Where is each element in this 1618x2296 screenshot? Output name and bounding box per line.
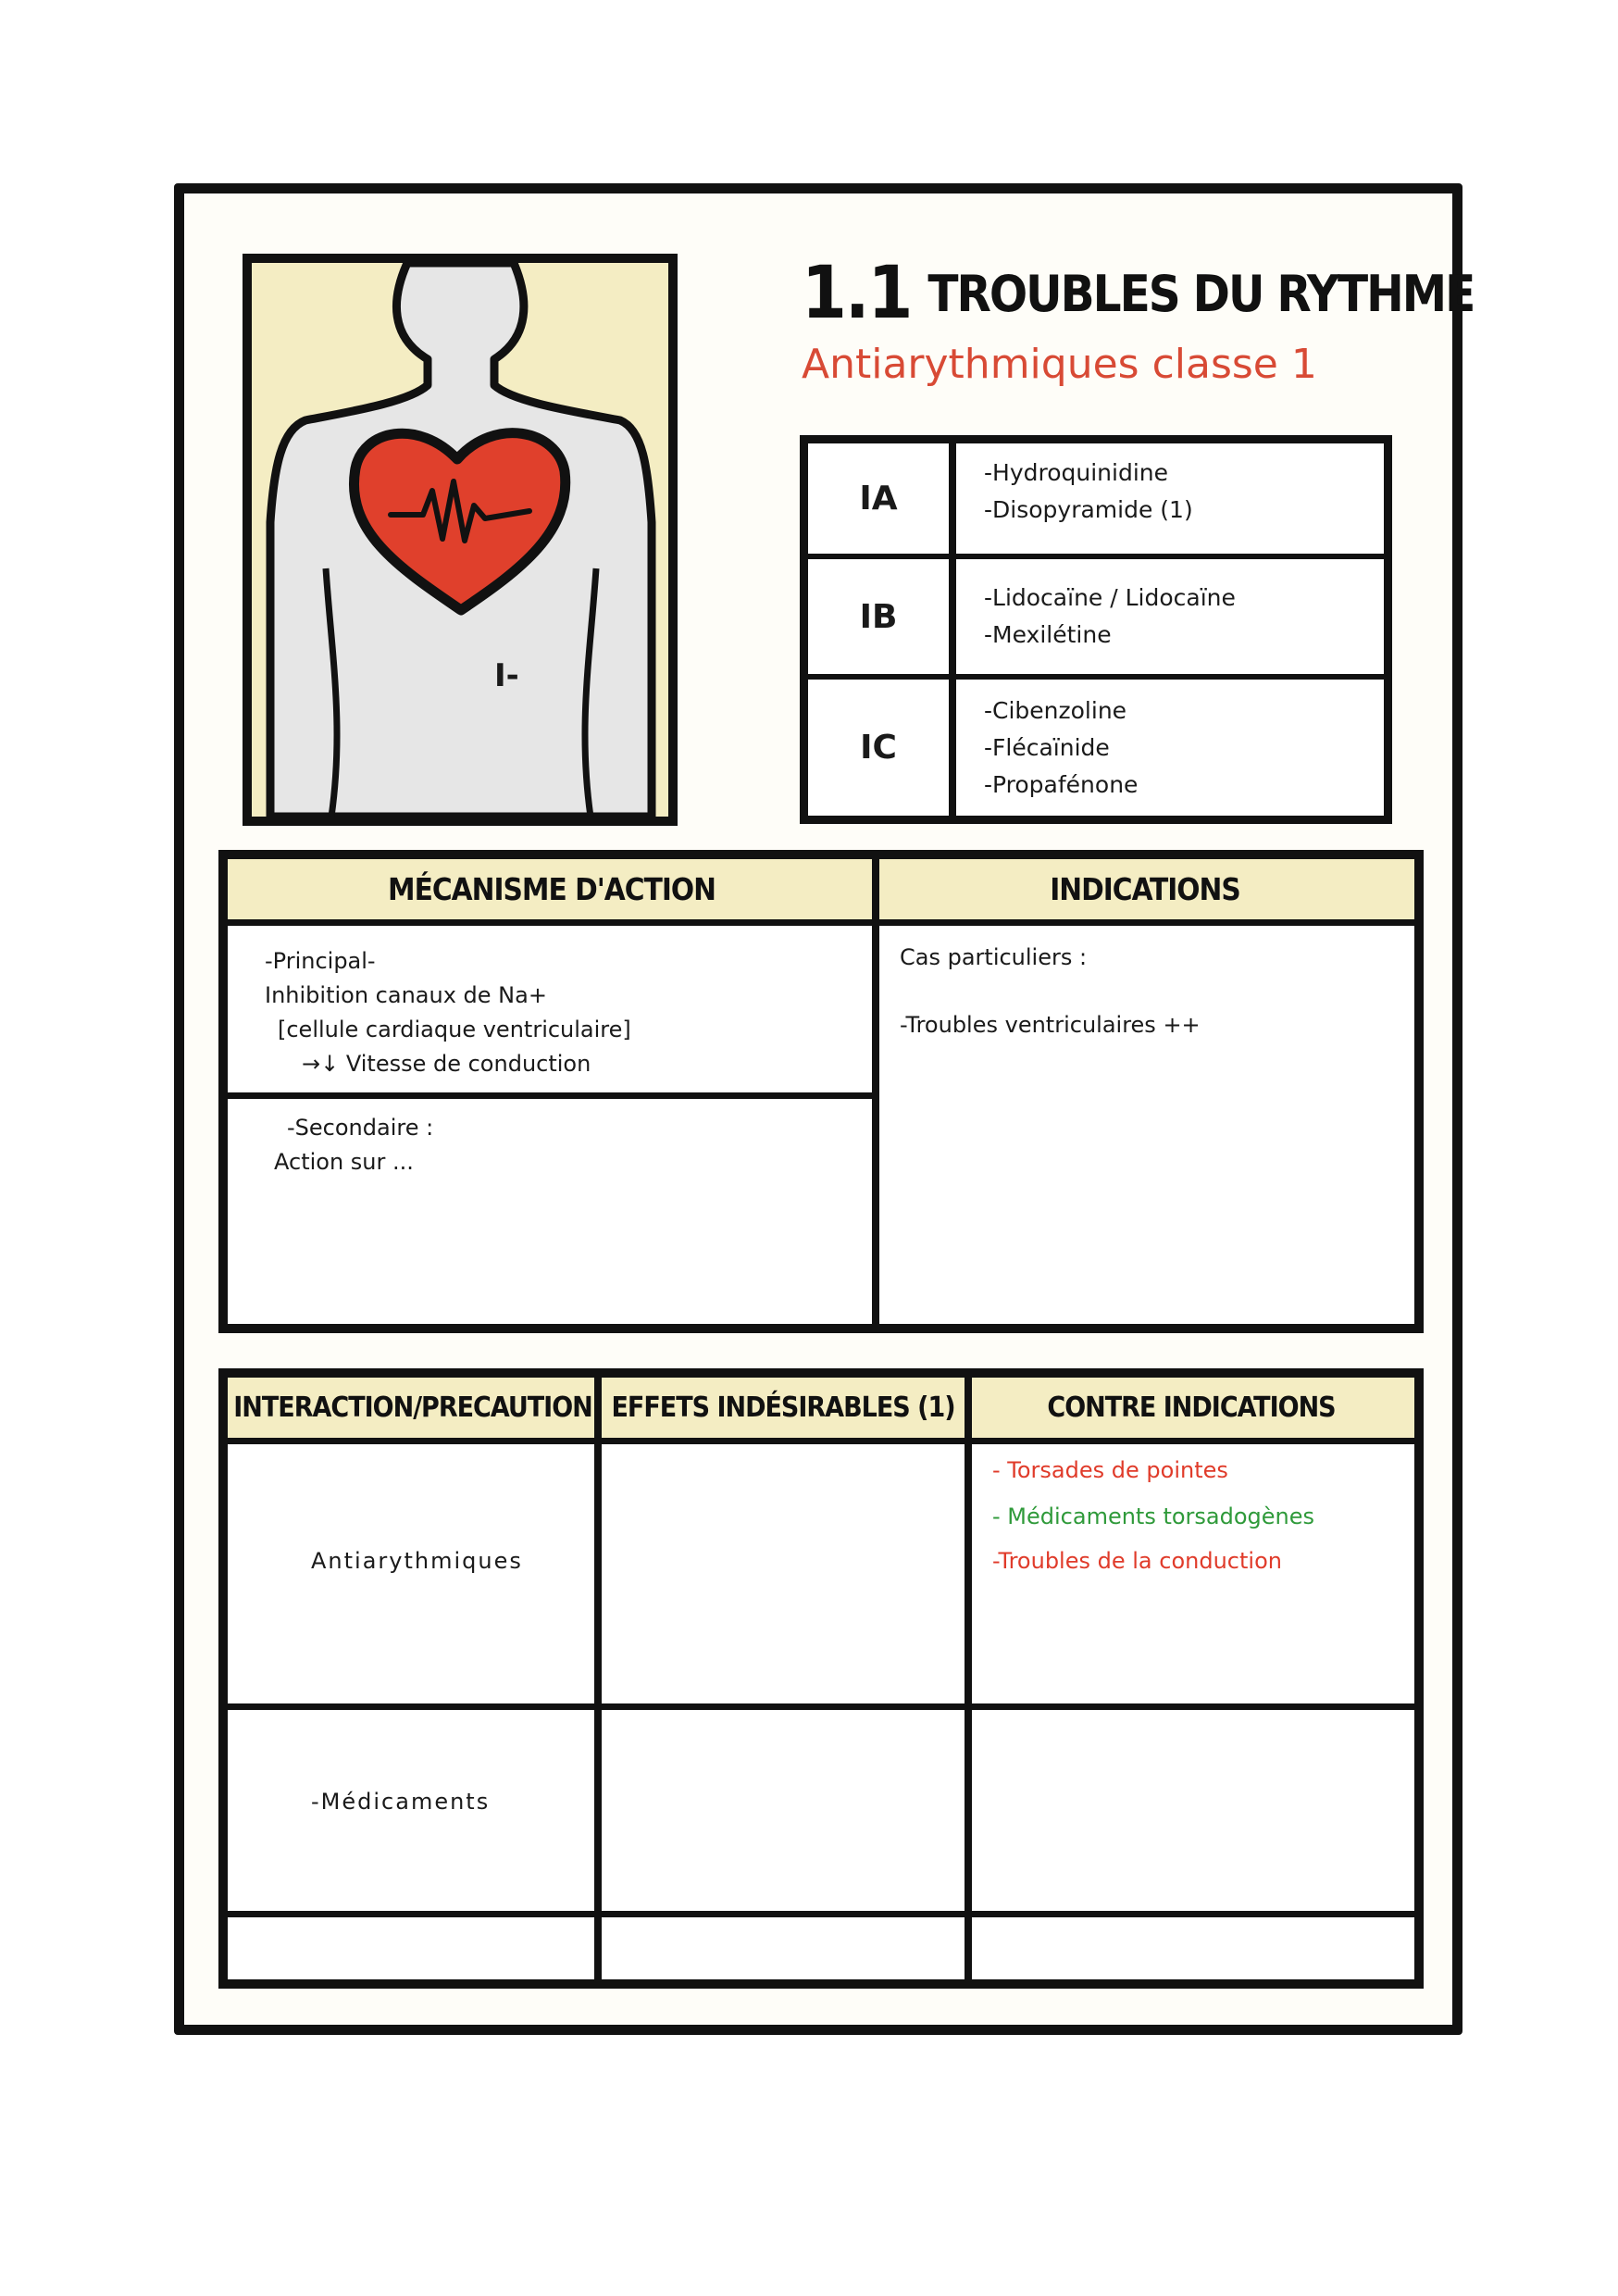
contraindication-item: -Troubles de la conduction	[992, 1548, 1282, 1574]
contraindication-item: - Médicaments torsadogènes	[992, 1504, 1315, 1529]
indication-line: Cas particuliers :	[900, 944, 1088, 970]
mechanism-line: Inhibition canaux de Na+	[265, 982, 547, 1008]
column-divider	[872, 859, 879, 1324]
contraindications-header: CONTRE INDICATIONS	[968, 1378, 1414, 1444]
mechanism-primary: -Principal- Inhibition canaux de Na+ [ce…	[265, 944, 631, 1081]
mechanism-line: [cellule cardiaque ventriculaire]	[278, 1017, 631, 1042]
page-subtitle: Antiarythmiques classe 1	[802, 341, 1317, 388]
mechanism-line: -Secondaire :	[287, 1115, 434, 1141]
class-row: IB -Lidocaïne / Lidocaïne -Mexilétine	[808, 559, 1384, 680]
class-row: IC -Cibenzoline -Flécaïnide -Propafénone	[808, 680, 1384, 816]
interaction-header: INTERACTION/PRECAUTION	[228, 1378, 598, 1444]
drug-item: -Propafénone	[984, 771, 1139, 798]
indications-header: INDICATIONS	[876, 859, 1414, 926]
drug-item: -Lidocaïne / Lidocaïne	[984, 584, 1236, 611]
title-number: 1.1	[802, 252, 913, 335]
contraindication-item: - Torsades de pointes	[992, 1457, 1228, 1483]
indications-text: Cas particuliers : -Troubles ventriculai…	[900, 941, 1201, 1042]
indication-line: -Troubles ventriculaires ++	[900, 1012, 1201, 1038]
torso-drawing	[252, 263, 668, 817]
mechanism-secondary: -Secondaire : Action sur ...	[274, 1111, 433, 1179]
drug-item: -Hydroquinidine	[984, 459, 1168, 486]
mechanism-line: Action sur ...	[274, 1149, 414, 1175]
class-drugs: -Hydroquinidine -Disopyramide (1)	[984, 455, 1375, 529]
row-divider	[228, 1703, 1414, 1710]
mechanism-line: →↓ Vitesse de conduction	[302, 1051, 591, 1077]
row-divider	[228, 1911, 1414, 1917]
column-divider	[965, 1378, 972, 1979]
mechanism-header: MÉCANISME D'ACTION	[228, 859, 876, 926]
interactions-table: INTERACTION/PRECAUTION EFFETS INDÉSIRABL…	[218, 1368, 1424, 1989]
row-divider	[228, 1092, 876, 1099]
drug-item: -Cibenzoline	[984, 697, 1127, 724]
drug-class-table: IA -Hydroquinidine -Disopyramide (1) IB …	[800, 435, 1392, 824]
interaction-cell: -Médicaments	[311, 1789, 491, 1815]
class-code: IC	[808, 680, 956, 816]
drug-item: -Disopyramide (1)	[984, 496, 1193, 523]
side-effects-header: EFFETS INDÉSIRABLES (1)	[598, 1378, 968, 1444]
heart-torso-illustration: I-	[243, 254, 678, 826]
mechanism-indications-section: MÉCANISME D'ACTION INDICATIONS -Principa…	[218, 850, 1424, 1333]
class-code: IA	[808, 443, 956, 554]
class-row: IA -Hydroquinidine -Disopyramide (1)	[808, 443, 1384, 559]
class-code: IB	[808, 559, 956, 674]
title-text: TROUBLES DU RYTHME	[927, 264, 1475, 323]
illustration-label: I-	[494, 657, 519, 694]
page-title: 1.1 TROUBLES DU RYTHME	[802, 243, 1475, 344]
drug-item: -Flécaïnide	[984, 734, 1110, 761]
mechanism-line: -Principal-	[265, 948, 376, 974]
class-drugs: -Lidocaïne / Lidocaïne -Mexilétine	[984, 580, 1375, 654]
drug-item: -Mexilétine	[984, 621, 1112, 648]
column-divider	[594, 1378, 602, 1979]
interaction-cell: Antiarythmiques	[311, 1548, 523, 1574]
class-drugs: -Cibenzoline -Flécaïnide -Propafénone	[984, 693, 1375, 804]
